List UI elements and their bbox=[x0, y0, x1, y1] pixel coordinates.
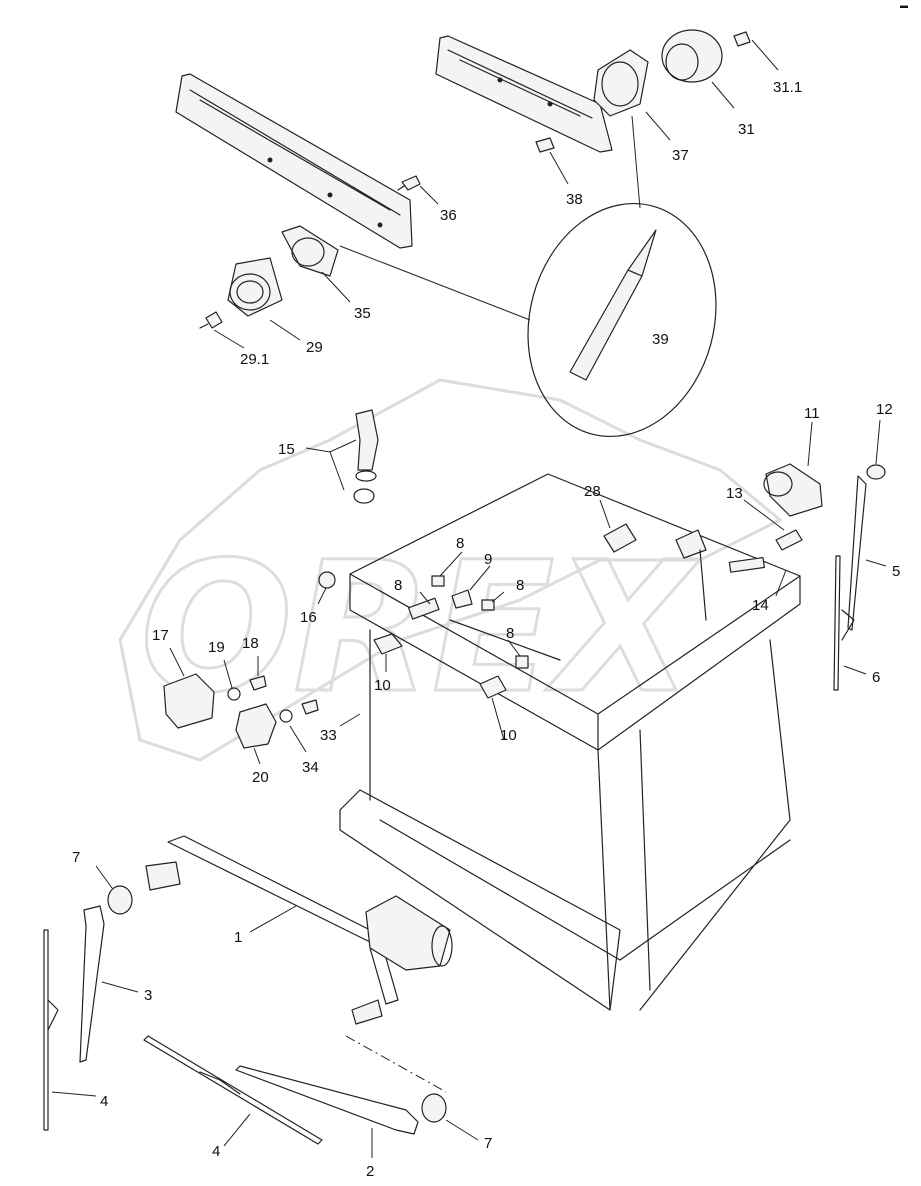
callout-17: 17 bbox=[152, 627, 169, 644]
sealant-detail-39 bbox=[339, 115, 717, 438]
callout-15: 15 bbox=[278, 441, 295, 458]
callout-4-b: 4 bbox=[212, 1143, 220, 1160]
screw-38 bbox=[535, 137, 555, 153]
centerline-bottom bbox=[345, 1035, 447, 1093]
callout-9: 9 bbox=[484, 551, 492, 568]
callouts: 31.1 31 37 38 36 35 29 29.1 39 15 11 12 … bbox=[72, 79, 900, 1180]
callout-1: 1 bbox=[234, 929, 242, 946]
callout-19: 19 bbox=[208, 639, 225, 656]
callout-39: 39 bbox=[652, 331, 669, 348]
callout-35: 35 bbox=[354, 305, 371, 322]
corner-mark: ▬ bbox=[900, 1, 908, 10]
wiper-blade-4-left bbox=[43, 929, 59, 1131]
callout-20: 20 bbox=[252, 769, 269, 786]
callout-29-1: 29.1 bbox=[240, 351, 269, 368]
callout-10-a: 10 bbox=[374, 677, 391, 694]
connectors-8 bbox=[407, 575, 561, 669]
nozzles-10 bbox=[373, 633, 507, 699]
callout-8-d: 8 bbox=[506, 625, 514, 642]
nozzle-13 bbox=[775, 529, 803, 551]
wiper-linkage-1 bbox=[145, 835, 453, 1025]
callout-12: 12 bbox=[876, 401, 893, 418]
wiper-blade-6 bbox=[833, 555, 855, 691]
callout-38: 38 bbox=[566, 191, 583, 208]
trim-panel-left bbox=[175, 73, 413, 249]
hose-15 bbox=[353, 409, 379, 504]
wiper-blade-4-bottom bbox=[143, 1035, 323, 1145]
callout-10-b: 10 bbox=[500, 727, 517, 744]
hose-14 bbox=[728, 556, 765, 573]
grommet-16 bbox=[318, 571, 336, 589]
cab-frame bbox=[339, 473, 801, 1011]
leader-lines bbox=[51, 39, 887, 1158]
callout-7-b: 7 bbox=[484, 1135, 492, 1152]
watermark-text: OREX bbox=[140, 524, 702, 733]
callout-16: 16 bbox=[300, 609, 317, 626]
callout-11: 11 bbox=[804, 405, 820, 422]
callout-29: 29 bbox=[306, 339, 323, 356]
callout-8-a: 8 bbox=[456, 535, 464, 552]
wiper-arm-3 bbox=[79, 905, 105, 1063]
relay-17 bbox=[163, 673, 267, 729]
nut-7-left bbox=[107, 885, 133, 915]
nut-7-bottom bbox=[421, 1093, 447, 1123]
callout-13: 13 bbox=[726, 485, 743, 502]
callout-14: 14 bbox=[752, 597, 769, 614]
callout-34: 34 bbox=[302, 759, 319, 776]
speaker-31 bbox=[661, 29, 723, 83]
callout-36: 36 bbox=[440, 207, 457, 224]
screw-31-1 bbox=[733, 31, 751, 47]
wiper-arm-5 bbox=[847, 475, 867, 631]
callout-2: 2 bbox=[366, 1163, 374, 1180]
callout-18: 18 bbox=[242, 635, 259, 652]
callout-8-c: 8 bbox=[516, 577, 524, 594]
wiper-motor-11 bbox=[763, 463, 823, 517]
callout-37: 37 bbox=[672, 147, 689, 164]
callout-8-b: 8 bbox=[394, 577, 402, 594]
callout-4-a: 4 bbox=[100, 1093, 108, 1110]
watermark: OREX bbox=[118, 378, 783, 762]
wiper-arm-2 bbox=[235, 1065, 419, 1135]
callout-28: 28 bbox=[584, 483, 601, 500]
relay-20 bbox=[235, 699, 319, 749]
screw-29-1 bbox=[199, 311, 223, 329]
callout-7-a: 7 bbox=[72, 849, 80, 866]
screw-36 bbox=[397, 175, 421, 191]
nozzles-28 bbox=[603, 523, 707, 621]
callout-33: 33 bbox=[320, 727, 337, 744]
callout-5: 5 bbox=[892, 563, 900, 580]
speaker-grille-35 bbox=[281, 225, 339, 277]
trim-panel-right bbox=[435, 35, 613, 153]
callout-31: 31 bbox=[738, 121, 755, 138]
callout-6: 6 bbox=[872, 669, 880, 686]
speaker-29 bbox=[227, 257, 283, 317]
callout-3: 3 bbox=[144, 987, 152, 1004]
speaker-grille-37 bbox=[593, 49, 649, 117]
nut-12 bbox=[866, 464, 886, 480]
callout-31-1: 31.1 bbox=[773, 79, 802, 96]
